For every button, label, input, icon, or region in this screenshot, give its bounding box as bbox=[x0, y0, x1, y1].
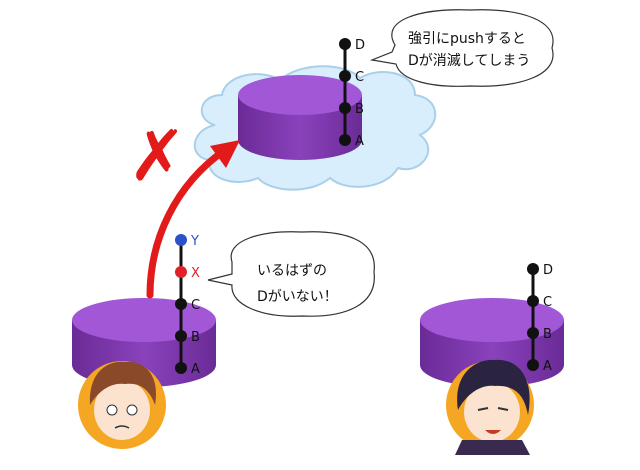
right-user-avatar bbox=[446, 359, 534, 455]
avatar-face bbox=[464, 382, 520, 442]
commit-label-x: X bbox=[191, 266, 200, 281]
commit-label-b: B bbox=[543, 327, 552, 342]
right-commit-chain: A B C D bbox=[527, 263, 553, 374]
commit-node-y bbox=[175, 234, 187, 246]
push-arrow bbox=[146, 140, 240, 299]
speech-bubble-top: 強引にpushすると Dが消滅してしまう bbox=[369, 9, 554, 87]
commit-node-c bbox=[527, 295, 539, 307]
avatar-collar bbox=[455, 440, 530, 455]
avatar-hair bbox=[89, 361, 156, 405]
reject-mark: ✗ bbox=[128, 115, 187, 197]
commit-label-d: D bbox=[543, 263, 553, 278]
commit-label-d: D bbox=[355, 38, 365, 53]
push-arrow-head bbox=[210, 140, 240, 168]
avatar-eye bbox=[106, 404, 118, 416]
commit-label-c: C bbox=[543, 295, 552, 310]
bubble-mid-line2: Dがいない！ bbox=[257, 289, 338, 305]
commit-node-b bbox=[339, 102, 351, 114]
avatar-eye bbox=[477, 407, 489, 411]
left-commit-chain: A B C X Y bbox=[175, 234, 200, 377]
commit-node-a bbox=[339, 134, 351, 146]
cylinder-top bbox=[238, 75, 362, 115]
bubble-top-line1: 強引にpushすると bbox=[408, 31, 526, 47]
commit-node-d bbox=[339, 38, 351, 50]
push-arrow-shaft bbox=[146, 146, 229, 299]
commit-label-a: A bbox=[355, 134, 364, 149]
commit-label-a: A bbox=[191, 362, 200, 377]
commit-node-d bbox=[527, 263, 539, 275]
remote-commit-chain: A B C D bbox=[339, 38, 365, 149]
commit-label-a: A bbox=[543, 359, 552, 374]
bubble-shape bbox=[369, 9, 554, 87]
avatar-mouth bbox=[114, 425, 130, 429]
left-user-avatar bbox=[78, 361, 166, 449]
bubble-mid-line1: いるはずの bbox=[257, 263, 327, 279]
bubble-top-line2: Dが消滅してしまう bbox=[408, 53, 530, 69]
commit-node-c bbox=[339, 70, 351, 82]
commit-node-a bbox=[527, 359, 539, 371]
avatar-mouth bbox=[485, 430, 501, 434]
avatar-eye bbox=[126, 404, 138, 416]
commit-node-x bbox=[175, 266, 187, 278]
commit-node-b bbox=[175, 330, 187, 342]
avatar-face bbox=[94, 380, 150, 440]
remote-repo-cylinder bbox=[238, 75, 362, 160]
commit-label-b: B bbox=[191, 330, 200, 345]
bubble-shape bbox=[207, 231, 375, 317]
commit-label-y: Y bbox=[190, 234, 199, 249]
commit-node-a bbox=[175, 362, 187, 374]
commit-label-c: C bbox=[355, 70, 364, 85]
commit-node-c bbox=[175, 298, 187, 310]
commit-label-b: B bbox=[355, 102, 364, 117]
avatar-hair bbox=[457, 359, 530, 415]
avatar-eye bbox=[497, 407, 509, 411]
commit-node-b bbox=[527, 327, 539, 339]
commit-label-c: C bbox=[191, 298, 200, 313]
speech-bubble-mid: いるはずの Dがいない！ bbox=[207, 231, 375, 317]
